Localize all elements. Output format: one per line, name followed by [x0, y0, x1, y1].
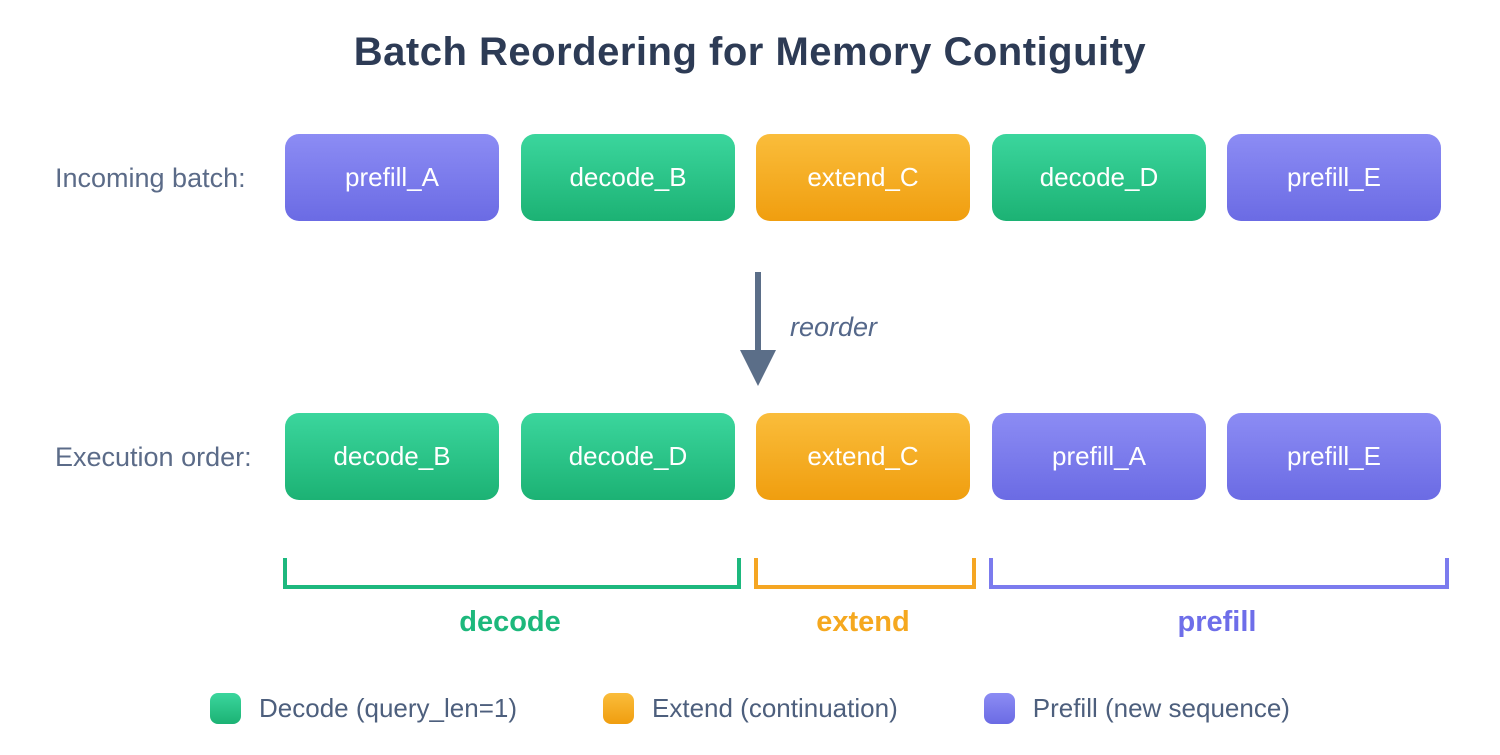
- box-label: decode_B: [569, 162, 687, 192]
- prefill-swatch-icon: [983, 692, 1015, 724]
- down-arrow-icon: [738, 272, 778, 387]
- execution-box-prefill-a: prefill_A: [992, 413, 1206, 500]
- prefill-bracket: [989, 558, 1449, 589]
- incoming-box-extend-c: extend_C: [756, 134, 970, 221]
- legend-item-decode: Decode (query_len=1): [210, 692, 518, 724]
- decode-swatch-icon: [210, 692, 242, 724]
- box-label: decode_D: [1039, 162, 1159, 192]
- box-label: prefill_A: [1052, 441, 1146, 471]
- box-label: decode_B: [333, 441, 451, 471]
- legend-label: Extend (continuation): [652, 692, 898, 723]
- incoming-box-prefill-a: prefill_A: [285, 134, 499, 221]
- legend-item-extend: Extend (continuation): [603, 692, 898, 724]
- box-label: extend_C: [807, 441, 919, 471]
- incoming-box-prefill-e: prefill_E: [1227, 134, 1441, 221]
- execution-box-decode-b: decode_B: [285, 413, 499, 500]
- execution-box-extend-c: extend_C: [756, 413, 970, 500]
- execution-box-decode-d: decode_D: [521, 413, 735, 500]
- legend-label: Prefill (new sequence): [1032, 692, 1290, 723]
- decode-bracket-label: decode: [459, 606, 561, 638]
- extend-bracket: [754, 558, 976, 589]
- box-label: extend_C: [807, 162, 919, 192]
- incoming-box-decode-d: decode_D: [992, 134, 1206, 221]
- legend: Decode (query_len=1) Extend (continuatio…: [0, 688, 1500, 728]
- box-label: prefill_E: [1287, 441, 1381, 471]
- extend-bracket-label: extend: [816, 606, 910, 638]
- incoming-box-decode-b: decode_B: [521, 134, 735, 221]
- extend-swatch-icon: [603, 692, 635, 724]
- decode-bracket: [283, 558, 741, 589]
- box-label: prefill_A: [345, 162, 439, 192]
- execution-order-label: Execution order:: [55, 442, 252, 472]
- prefill-bracket-label: prefill: [1177, 606, 1257, 638]
- incoming-batch-label: Incoming batch:: [55, 163, 246, 193]
- box-label: prefill_E: [1287, 162, 1381, 192]
- execution-box-prefill-e: prefill_E: [1227, 413, 1441, 500]
- box-label: decode_D: [568, 441, 688, 471]
- legend-item-prefill: Prefill (new sequence): [983, 692, 1290, 724]
- page-title: Batch Reordering for Memory Contiguity: [353, 30, 1147, 74]
- reorder-label: reorder: [790, 312, 878, 342]
- legend-label: Decode (query_len=1): [259, 692, 518, 723]
